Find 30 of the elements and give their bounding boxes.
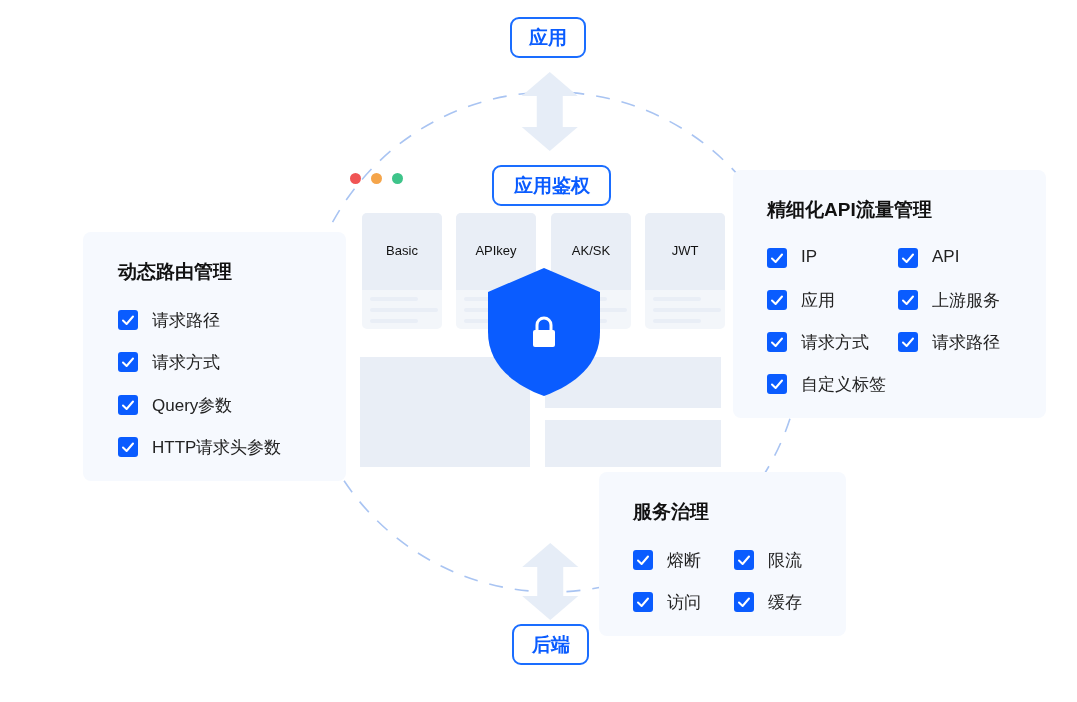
- card-label: Basic: [385, 243, 419, 258]
- checklist-item: 熔断: [667, 550, 701, 572]
- checklist-item: Query参数: [152, 395, 233, 417]
- checklist-item: API: [932, 247, 960, 267]
- checklist-item: HTTP请求头参数: [152, 437, 282, 459]
- feature-panel: [599, 472, 846, 636]
- checklist-item: 请求方式: [152, 352, 220, 374]
- double-arrow: [522, 543, 579, 620]
- panel-title: 动态路由管理: [118, 260, 232, 284]
- checklist-item: 访问: [667, 592, 701, 614]
- panel-title: 服务治理: [633, 500, 709, 524]
- feature-panel: [83, 232, 346, 481]
- label-box: 应用: [510, 17, 586, 58]
- checklist-item: 请求方式: [801, 332, 869, 354]
- panel-title: 精细化API流量管理: [767, 198, 932, 222]
- checklist-item: IP: [801, 247, 818, 267]
- feature-panel: [733, 170, 1046, 418]
- checklist-item: 限流: [768, 550, 802, 572]
- card-label: AK/SK: [570, 243, 612, 258]
- checklist-item: 请求路径: [932, 332, 1000, 354]
- checklist-item: 缓存: [768, 592, 802, 614]
- label-box: 应用鉴权: [492, 165, 611, 206]
- checklist-item: 自定义标签: [801, 374, 886, 396]
- checklist-item: 应用: [801, 290, 835, 312]
- checklist-item: 请求路径: [152, 310, 220, 332]
- double-arrow: [521, 72, 578, 151]
- label-box: 后端: [512, 624, 589, 665]
- card-label: JWT: [670, 243, 700, 258]
- card-label: APIkey: [474, 243, 518, 258]
- checklist-item: 上游服务: [932, 290, 1000, 312]
